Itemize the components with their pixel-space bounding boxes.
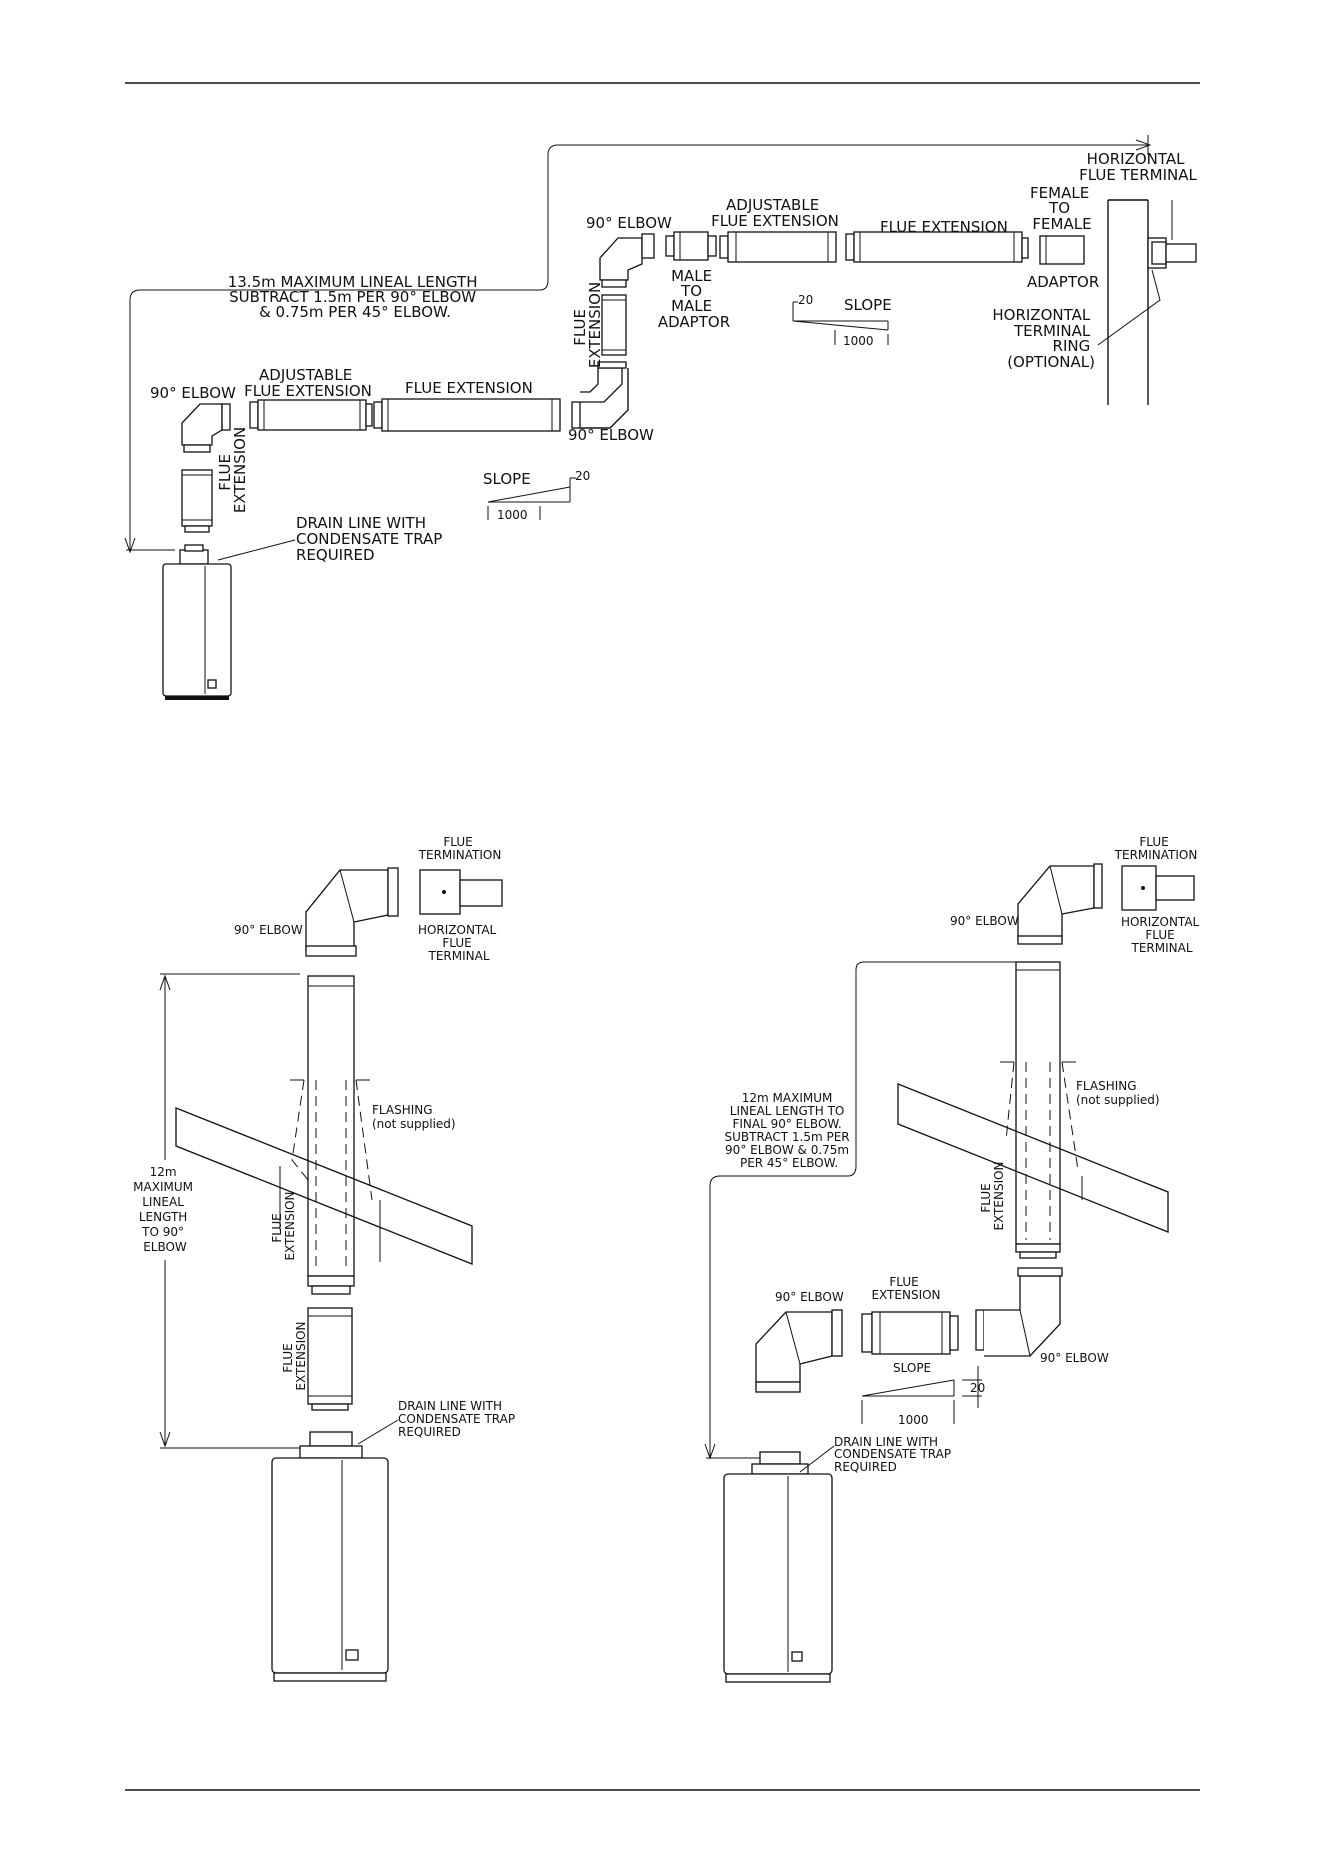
flue-extension-vertical-diagram3 — [1015, 961, 1061, 1259]
flue-extension-vertical-2 — [601, 294, 627, 356]
elbow-diagram2 — [305, 867, 399, 957]
adaptor-label: ADAPTOR — [1027, 273, 1099, 291]
flue-extension-short-diagram2 — [307, 1307, 353, 1411]
max-length-leader-diagram3 — [709, 961, 1016, 1458]
adjustable-extension-left — [249, 399, 373, 431]
horiz-terminal-diagram3-label: HORIZONTAL FLUE TERMINAL — [1121, 915, 1203, 955]
elbow-right-diagram3-label: 90° ELBOW — [1040, 1351, 1109, 1365]
elbow-top-middle-label: 90° ELBOW — [586, 214, 672, 232]
elbow-left-diagram3 — [755, 1309, 843, 1393]
leader-arrow-down — [124, 537, 136, 554]
elbow-middle-label: 90° ELBOW — [568, 426, 654, 444]
horiz-terminal-diagram2-label: HORIZONTAL FLUE TERMINAL — [418, 923, 500, 963]
slope-label-a: SLOPE — [483, 470, 531, 488]
elbow-left-diagram3-label: 90° ELBOW — [775, 1290, 844, 1304]
flue-termination-diagram3-label: FLUE TERMINATION — [1114, 835, 1198, 862]
slope-indicator-b — [792, 301, 889, 345]
max-length-label: 13.5m MAXIMUM LINEAL LENGTH SUBTRACT 1.5… — [228, 273, 483, 321]
flue-extension-right — [845, 231, 1029, 263]
slope-label-c: SLOPE — [893, 1361, 931, 1375]
elbow-top-diagram3 — [1017, 863, 1103, 945]
water-heater-2 — [271, 1431, 389, 1682]
diagram-vertical-flue: 90° ELBOW FLUE TERMINATION HORIZONTAL FL… — [120, 835, 519, 1682]
max-length-diagram3-label: 12m MAXIMUM LINEAL LENGTH TO FINAL 90° E… — [725, 1091, 854, 1170]
drain-label-1: DRAIN LINE WITH CONDENSATE TRAP REQUIRED — [296, 514, 447, 564]
drain-label-3: DRAIN LINE WITH CONDENSATE TRAP REQUIRED — [834, 1435, 955, 1474]
flue-extension-right-label: FLUE EXTENSION — [880, 218, 1008, 236]
flue-extension-horiz-diagram3-label: FLUE EXTENSION — [871, 1275, 940, 1302]
slope-run-a: 1000 — [497, 508, 528, 522]
flue-extension-vert-label-1: FLUE EXTENSION — [216, 427, 249, 513]
adjustable-extension-right — [719, 231, 837, 263]
female-adaptor-label: FEMALE TO FEMALE — [1030, 184, 1094, 233]
terminal-ring-leader — [1097, 269, 1161, 346]
drain-leader-3 — [799, 1445, 835, 1473]
flashing-diagram2 — [175, 1079, 473, 1270]
flue-extension-vert-label-2: FLUE EXTENSION — [571, 282, 604, 368]
slope-rise-b: 20 — [798, 293, 813, 307]
male-adaptor-label: MALE TO MALE ADAPTOR — [658, 267, 730, 331]
elbow-top-middle — [599, 233, 655, 288]
slope-label-b: SLOPE — [844, 296, 892, 314]
elbow-top-left — [181, 403, 231, 453]
flue-extension-left — [373, 398, 561, 432]
elbow-top-left-label: 90° ELBOW — [150, 384, 236, 402]
horizontal-flue-terminal — [1147, 200, 1197, 269]
flashing-diagram3-label: FLASHING (not supplied) — [1076, 1079, 1160, 1107]
flue-extension-left-label: FLUE EXTENSION — [405, 379, 533, 397]
slope-indicator-c — [861, 1366, 982, 1424]
max-length-diagram2-label: 12m MAXIMUM LINEAL LENGTH TO 90° ELBOW — [133, 1165, 197, 1254]
water-heater-1 — [162, 544, 232, 700]
slope-rise-c: 20 — [970, 1381, 985, 1395]
flashing-diagram3 — [897, 1061, 1169, 1240]
adjustable-extension-left-label: ADJUSTABLE FLUE EXTENSION — [244, 366, 372, 400]
flue-extension-b-label: FLUE EXTENSION — [281, 1321, 308, 1390]
wall — [1107, 199, 1149, 405]
terminal-ring-label: HORIZONTAL TERMINAL RING (OPTIONAL) — [992, 306, 1095, 371]
flashing-diagram2-label: FLASHING (not supplied) — [372, 1103, 456, 1131]
female-to-female-adaptor — [1039, 235, 1085, 265]
drain-leader-1 — [217, 539, 296, 561]
flue-extension-vertical-1 — [181, 469, 213, 533]
water-heater-3 — [723, 1451, 833, 1683]
elbow-middle — [571, 361, 629, 429]
flue-termination-diagram2 — [419, 869, 503, 915]
flue-termination-diagram2-label: FLUE TERMINATION — [418, 835, 502, 862]
slope-run-b: 1000 — [843, 334, 874, 348]
diagram-offset-vertical-flue: 90° ELBOW FLUE TERMINATION HORIZONTAL FL… — [704, 835, 1203, 1683]
elbow-diagram2-label: 90° ELBOW — [234, 923, 303, 937]
male-to-male-adaptor — [665, 231, 717, 261]
flue-extension-long-diagram2 — [307, 975, 355, 1295]
dimension-label-bg — [120, 1160, 210, 1260]
drain-label-2: DRAIN LINE WITH CONDENSATE TRAP REQUIRED — [398, 1399, 519, 1439]
flue-extension-horizontal-diagram3 — [861, 1311, 959, 1355]
elbow-top-diagram3-label: 90° ELBOW — [950, 914, 1019, 928]
slope-rise-a: 20 — [575, 469, 590, 483]
diagram-horizontal-flue: 13.5m MAXIMUM LINEAL LENGTH SUBTRACT 1.5… — [124, 135, 1198, 700]
flue-extension-vert-diagram3-label: FLUE EXTENSION — [979, 1161, 1006, 1230]
flue-termination-diagram3 — [1121, 865, 1195, 911]
elbow-right-diagram3 — [975, 1267, 1063, 1357]
leader-arrow-right — [1135, 139, 1152, 151]
slope-indicator-a — [487, 477, 576, 520]
adjustable-extension-right-label: ADJUSTABLE FLUE EXTENSION — [711, 196, 839, 230]
horizontal-flue-terminal-label: HORIZONTAL FLUE TERMINAL — [1079, 150, 1197, 184]
drain-leader-2 — [357, 1419, 399, 1445]
max-length-leader — [129, 144, 1148, 550]
flue-extension-a-label: FLUE EXTENSION — [270, 1191, 297, 1260]
slope-run-c: 1000 — [898, 1413, 929, 1427]
